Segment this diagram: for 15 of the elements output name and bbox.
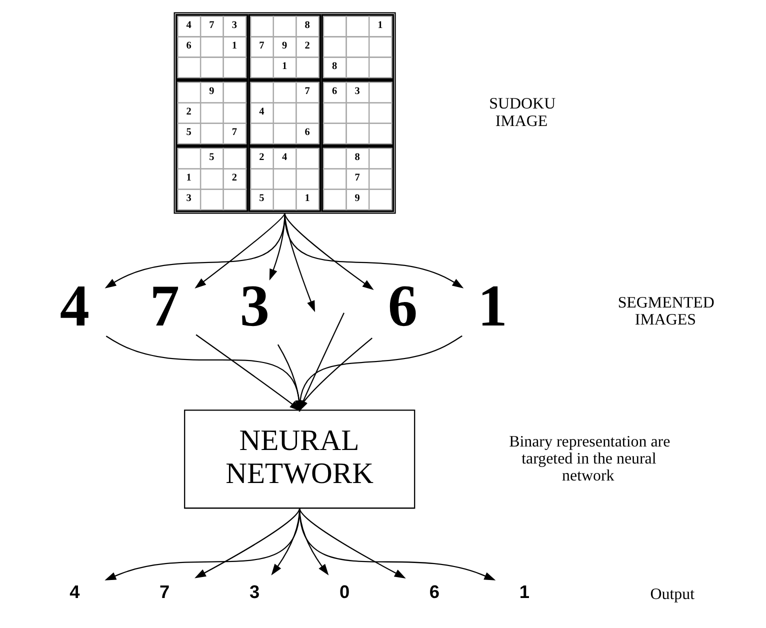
node-text: 4	[70, 582, 80, 602]
node-text: 0	[339, 582, 350, 602]
node-text: 6	[388, 272, 418, 338]
node-text: 6	[429, 582, 440, 602]
node-text: 1	[519, 582, 530, 602]
node-text: 4	[60, 272, 90, 338]
node-text: 1	[478, 272, 508, 338]
node-text: 7	[150, 272, 180, 338]
node-text: 3	[250, 582, 260, 602]
label: SUDOKU IMAGE	[489, 96, 556, 130]
label: Binary representation are targeted in the neural network	[509, 433, 670, 484]
node-text: 3	[240, 272, 270, 338]
label: SEGMENTED IMAGES	[618, 294, 714, 328]
label: Output	[650, 586, 695, 603]
node-text: 7	[160, 582, 170, 602]
